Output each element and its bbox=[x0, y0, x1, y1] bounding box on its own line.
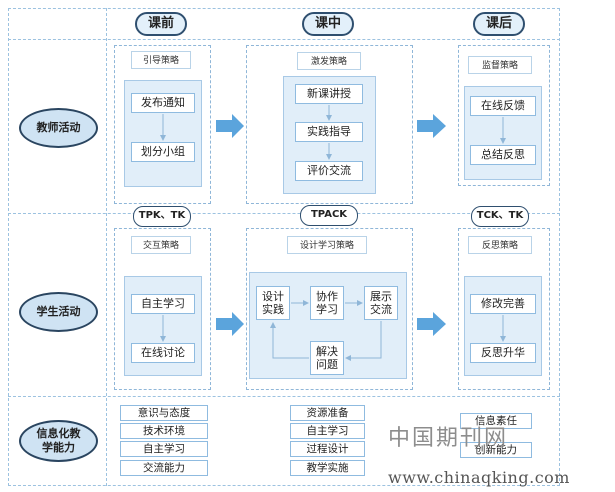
phase-during: 课中 bbox=[302, 12, 354, 36]
row-divider-2 bbox=[8, 213, 560, 214]
watermark-cn: 中国期刊网 bbox=[388, 426, 509, 451]
student-before-step-2: 在线讨论 bbox=[131, 343, 195, 363]
watermark-url: www.chinaqking.com bbox=[388, 468, 570, 487]
teacher-during-step-3: 评价交流 bbox=[295, 161, 363, 181]
student-before-strategy: 交互策略 bbox=[131, 236, 191, 254]
teacher-during-panel bbox=[246, 45, 413, 204]
knowledge-during: TPACK bbox=[300, 205, 358, 226]
cap-before-2: 技术环境 bbox=[120, 423, 208, 439]
teacher-during-step-1: 新课讲授 bbox=[295, 84, 363, 104]
row-divider-1 bbox=[8, 39, 560, 40]
teacher-after-panel bbox=[458, 45, 550, 186]
student-before-panel bbox=[114, 228, 211, 390]
teacher-before-step-1: 发布通知 bbox=[131, 93, 195, 113]
cap-before-3: 自主学习 bbox=[120, 441, 208, 457]
teacher-after-step-2: 总结反思 bbox=[470, 145, 536, 165]
teacher-during-strategy: 激发策略 bbox=[297, 52, 361, 70]
cap-during-4: 教学实施 bbox=[290, 460, 365, 476]
outer-frame bbox=[8, 8, 560, 486]
cap-during-3: 过程设计 bbox=[290, 441, 365, 457]
col-divider-left bbox=[106, 8, 107, 486]
phase-before: 课前 bbox=[135, 12, 187, 36]
cap-during-1: 资源准备 bbox=[290, 405, 365, 421]
cap-during-2: 自主学习 bbox=[290, 423, 365, 439]
student-after-strategy: 反思策略 bbox=[468, 236, 532, 254]
phase-after: 课后 bbox=[473, 12, 525, 36]
student-during-step-4: 解决问题 bbox=[310, 341, 344, 375]
teacher-before-strategy: 引导策略 bbox=[131, 51, 191, 69]
student-after-panel bbox=[458, 228, 550, 390]
cap-after-2: 创新能力 bbox=[460, 442, 532, 458]
student-during-panel bbox=[246, 228, 413, 390]
role-itcap: 信息化教学能力 bbox=[19, 420, 98, 462]
role-student: 学生活动 bbox=[19, 292, 98, 332]
role-teacher-label: 教师活动 bbox=[36, 121, 81, 135]
teacher-before-panel bbox=[114, 45, 211, 204]
knowledge-after: TCK、TK bbox=[471, 206, 529, 227]
student-during-step-3: 展示交流 bbox=[364, 286, 398, 320]
cap-before-1: 意识与态度 bbox=[120, 405, 208, 421]
role-itcap-label: 信息化教学能力 bbox=[36, 427, 81, 454]
knowledge-before: TPK、TK bbox=[133, 206, 191, 227]
cap-before-4: 交流能力 bbox=[120, 460, 208, 476]
role-student-label: 学生活动 bbox=[36, 305, 81, 319]
student-after-step-1: 修改完善 bbox=[470, 294, 536, 314]
cap-after-1: 信息素任 bbox=[460, 413, 532, 429]
teacher-after-step-1: 在线反馈 bbox=[470, 96, 536, 116]
student-during-step-2: 协作学习 bbox=[310, 286, 344, 320]
role-teacher: 教师活动 bbox=[19, 108, 98, 148]
teacher-during-step-2: 实践指导 bbox=[295, 122, 363, 142]
student-during-strategy: 设计学习策略 bbox=[287, 236, 367, 254]
student-after-step-2: 反思升华 bbox=[470, 343, 536, 363]
student-before-step-1: 自主学习 bbox=[131, 294, 195, 314]
student-during-step-1: 设计实践 bbox=[256, 286, 290, 320]
row-divider-3 bbox=[8, 396, 560, 397]
teacher-before-step-2: 划分小组 bbox=[131, 142, 195, 162]
teacher-after-strategy: 监督策略 bbox=[468, 56, 532, 74]
